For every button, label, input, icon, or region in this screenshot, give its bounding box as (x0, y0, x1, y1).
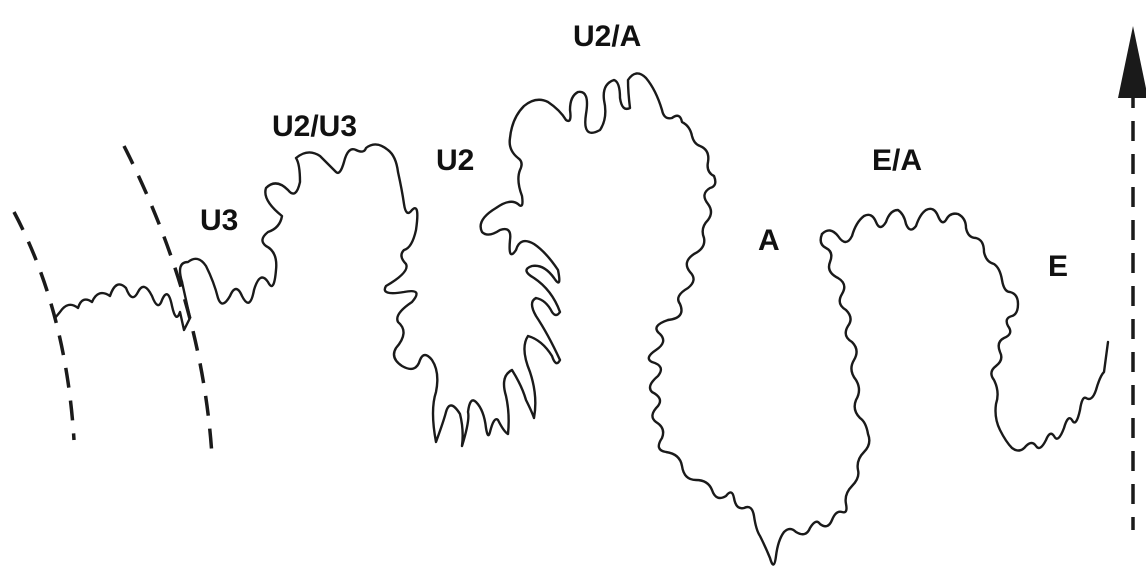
direction-arrow-head (1118, 26, 1146, 98)
suture-segment-ea-lobe (820, 207, 1110, 452)
suture-segment-u2-lobe (178, 72, 717, 448)
label-e: E (1048, 250, 1068, 283)
label-e-a: E/A (872, 144, 922, 177)
label-u3: U3 (200, 204, 238, 237)
dashed-guide-right (122, 145, 214, 457)
label-u2: U2 (436, 144, 474, 177)
suture-segment-a-lobe (647, 232, 871, 566)
label-u2-u3: U2/U3 (272, 110, 357, 143)
dashed-guide-left (12, 211, 76, 441)
label-u2-a: U2/A (573, 20, 641, 53)
suture-segment-left (53, 280, 192, 332)
label-a: A (758, 224, 780, 257)
